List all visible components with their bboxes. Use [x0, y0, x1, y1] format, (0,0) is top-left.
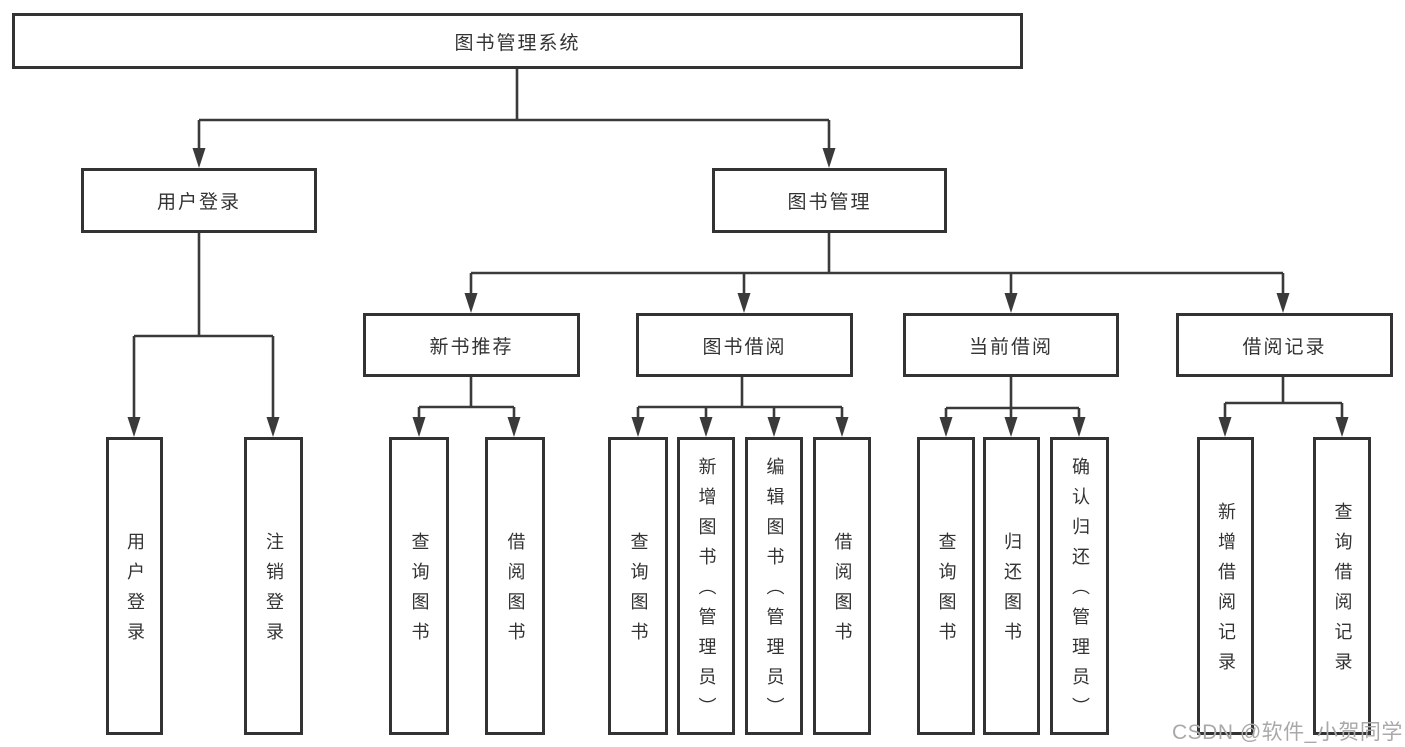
arrowhead-down-icon	[412, 417, 426, 437]
leaf-logout-label: 注销登录	[263, 532, 284, 652]
leaf-edit-book-admin: 编辑图书（管理员）	[745, 437, 803, 735]
arrowhead-down-icon	[1276, 293, 1290, 313]
arrowhead-down-icon	[266, 417, 280, 437]
node-book-management-label: 图书管理	[787, 192, 872, 213]
connector-book-borrowing	[631, 377, 849, 437]
connector-root	[192, 69, 836, 168]
node-user-login-label: 用户登录	[156, 192, 241, 213]
connector-borrow-records	[1218, 377, 1349, 437]
arrowhead-down-icon	[1004, 293, 1018, 313]
arrowhead-down-icon	[835, 417, 849, 437]
leaf-add-book-admin: 新增图书（管理员）	[677, 437, 735, 735]
leaf-query-books-borrowing-label: 查询图书	[628, 532, 649, 652]
arrowhead-down-icon	[1004, 417, 1018, 437]
connector-new-book-rec	[412, 377, 521, 437]
arrowhead-down-icon	[737, 293, 751, 313]
node-root: 图书管理系统	[12, 13, 1023, 69]
leaf-edit-book-admin-label: 编辑图书（管理员）	[764, 457, 785, 727]
arrowhead-down-icon	[631, 417, 645, 437]
node-book-borrowing: 图书借阅	[636, 313, 853, 377]
arrowhead-down-icon	[939, 417, 953, 437]
arrowhead-down-icon	[464, 293, 478, 313]
leaf-confirm-return-admin-label: 确认归还（管理员）	[1069, 457, 1090, 727]
node-root-label: 图书管理系统	[454, 32, 581, 54]
leaf-borrow-books-borrowing: 借阅图书	[813, 437, 871, 735]
arrowhead-down-icon	[1218, 417, 1232, 437]
leaf-logout: 注销登录	[244, 437, 303, 735]
leaf-query-books-current: 查询图书	[917, 437, 975, 735]
arrowhead-down-icon	[192, 148, 206, 168]
node-current-borrowing-label: 当前借阅	[968, 336, 1053, 358]
arrowhead-down-icon	[767, 417, 781, 437]
leaf-return-book: 归还图书	[983, 437, 1040, 735]
leaf-query-books-borrowing: 查询图书	[608, 437, 668, 735]
node-borrowing-records-label: 借阅记录	[1242, 336, 1327, 358]
leaf-query-borrow-record-label: 查询借阅记录	[1332, 502, 1353, 682]
leaf-user-login: 用户登录	[106, 437, 163, 735]
leaf-query-books-recommend: 查询图书	[389, 437, 449, 735]
connector-user-login	[127, 233, 280, 437]
arrowhead-down-icon	[699, 417, 713, 437]
leaf-user-login-label: 用户登录	[124, 532, 145, 652]
arrowhead-down-icon	[507, 417, 521, 437]
leaf-borrow-books-recommend: 借阅图书	[485, 437, 545, 735]
leaf-borrow-books-borrowing-label: 借阅图书	[832, 532, 853, 652]
leaf-query-books-recommend-label: 查询图书	[409, 532, 430, 652]
leaf-return-book-label: 归还图书	[1001, 532, 1022, 652]
leaf-query-books-current-label: 查询图书	[936, 532, 957, 652]
arrowhead-down-icon	[822, 148, 836, 168]
arrowhead-down-icon	[127, 417, 141, 437]
leaf-add-book-admin-label: 新增图书（管理员）	[696, 457, 717, 727]
node-new-book-recommendation-label: 新书推荐	[429, 336, 514, 358]
leaf-confirm-return-admin: 确认归还（管理员）	[1050, 437, 1109, 735]
csdn-watermark: CSDN @软件_小贺同学	[1172, 721, 1403, 744]
arrowhead-down-icon	[1072, 417, 1086, 437]
node-book-borrowing-label: 图书借阅	[702, 336, 787, 358]
node-book-management: 图书管理	[712, 168, 947, 233]
connector-book-management	[464, 233, 1290, 313]
leaf-add-borrow-record-label: 新增借阅记录	[1215, 502, 1236, 682]
leaf-query-borrow-record: 查询借阅记录	[1313, 437, 1371, 735]
leaf-add-borrow-record: 新增借阅记录	[1197, 437, 1254, 735]
connector-current-borrow	[939, 377, 1086, 437]
node-new-book-recommendation: 新书推荐	[363, 313, 580, 377]
arrowhead-down-icon	[1335, 417, 1349, 437]
node-borrowing-records: 借阅记录	[1176, 313, 1393, 377]
leaf-borrow-books-recommend-label: 借阅图书	[505, 532, 526, 652]
node-user-login: 用户登录	[81, 168, 317, 233]
node-current-borrowing: 当前借阅	[903, 313, 1119, 377]
